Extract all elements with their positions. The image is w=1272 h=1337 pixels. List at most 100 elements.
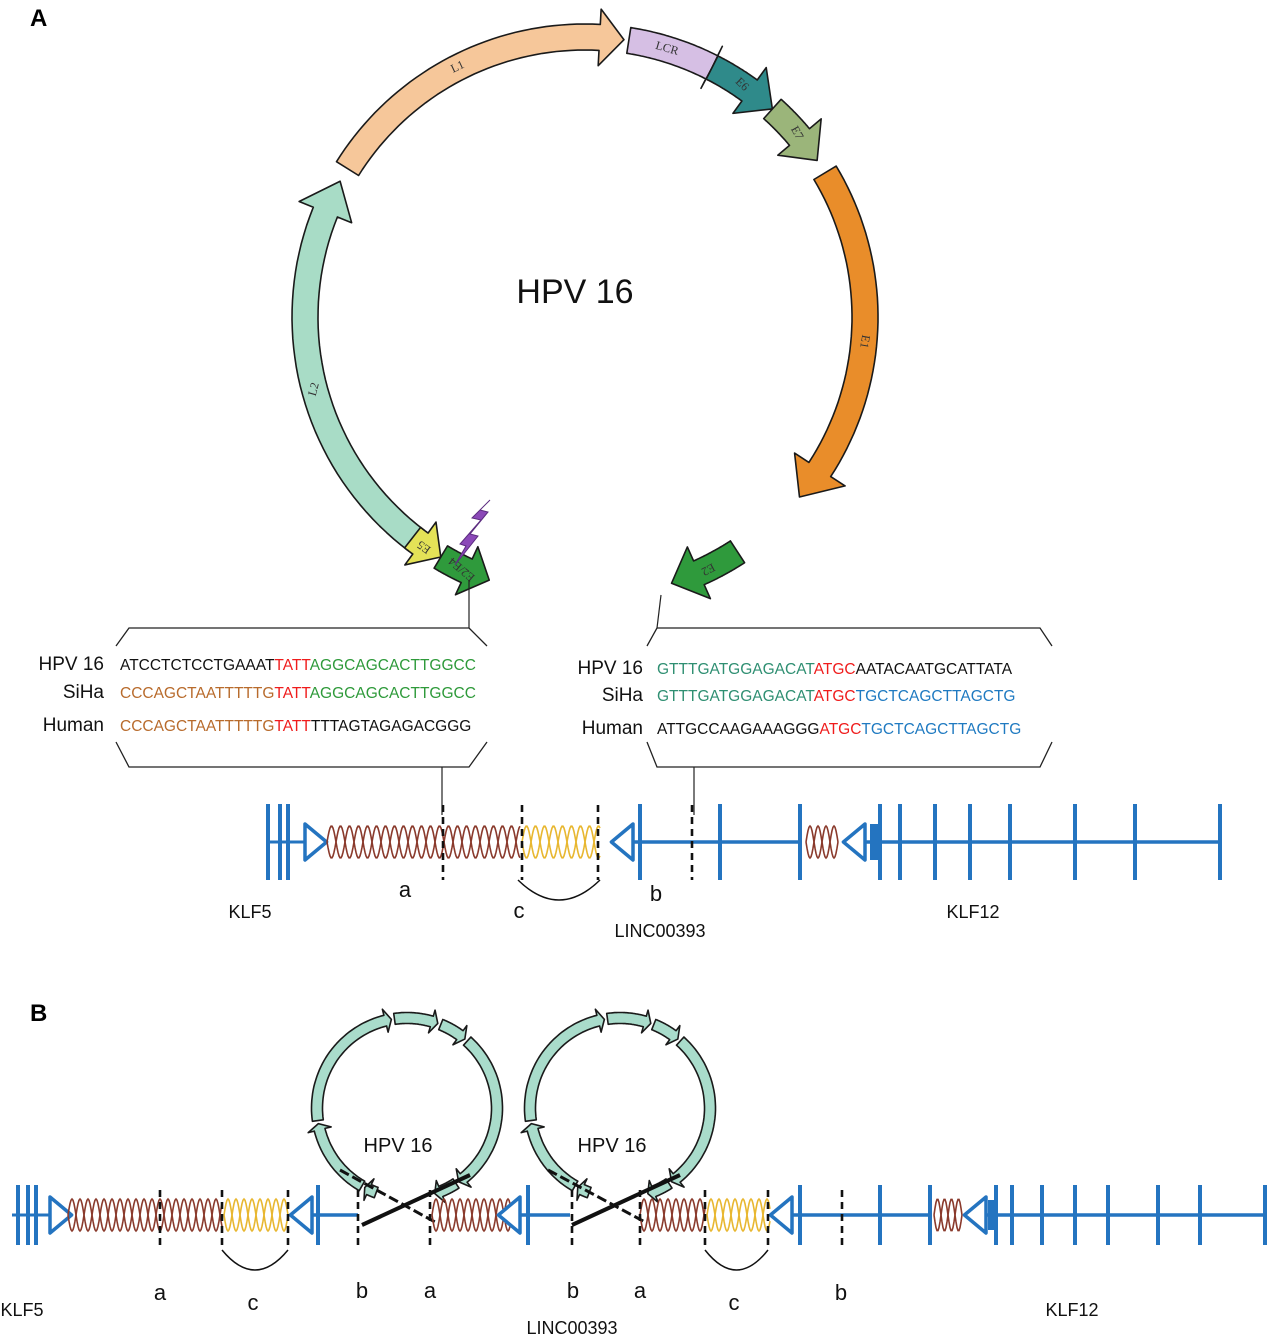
left-seq-0-seg-2: AGGCAGCACTTGGCC	[310, 657, 476, 674]
gene-l2-label: L2	[305, 381, 322, 398]
b-helix-yellow-2-strand-2	[706, 1197, 771, 1233]
b-marker-a1: a	[154, 1280, 167, 1305]
panel-letter-a: A	[30, 5, 47, 32]
gene-l2-arrow	[291, 180, 426, 552]
left-sequence-0: ATCCTCTCCTGAAATTATTAGGCAGCACTTGGCC	[120, 657, 476, 674]
break-bolt-icon	[454, 499, 491, 566]
helix-a-yellow-strand-1	[521, 825, 601, 859]
ring-b1-seg-5	[455, 1036, 504, 1188]
klf12-start-triangle	[841, 822, 867, 862]
right-row-label-1: SiHa	[602, 685, 644, 706]
right-seq-2-seg-0: ATTGCCAAGAAAGGG	[657, 721, 820, 738]
gene-lcr-label: LCR	[654, 38, 680, 58]
klf12-utr-block	[870, 824, 880, 860]
gene-label-linc00393: LINC00393	[614, 921, 705, 941]
left-alignment-bracket	[115, 627, 488, 768]
b-hpv2-link-1	[547, 1168, 646, 1224]
helix-a-1-strand-1	[326, 825, 521, 859]
left-seq-2-seg-0: CCCAGCTAATTTTTG	[120, 718, 274, 735]
ring-b2-seg-3	[605, 1009, 652, 1034]
b-gene-label-klf5: KLF5	[0, 1300, 43, 1320]
b-c2-arc	[704, 1249, 769, 1271]
left-seq-0-seg-1: TATT	[274, 657, 311, 674]
gene-label-klf5: KLF5	[228, 902, 271, 922]
hpv16-ring-left	[307, 1008, 504, 1204]
b-linc-triangle-3	[768, 1195, 794, 1235]
left-row-label-0: HPV 16	[39, 654, 104, 675]
ring-b2-seg-7	[576, 1178, 592, 1202]
c-span-arc	[517, 879, 601, 901]
gene-e6-arrow	[705, 55, 774, 115]
right-seq-0-seg-2: AATACAATGCATTATA	[856, 661, 1013, 678]
marker-c: c	[514, 898, 525, 923]
right-seq-1-seg-1: ATGC	[814, 688, 856, 705]
linc-start-triangle	[609, 822, 635, 862]
chromosome-panel-b	[12, 1168, 1267, 1271]
b-helix-4-strand-2	[933, 1198, 963, 1232]
ring-b2-seg-4	[650, 1018, 681, 1046]
b-marker-b2: b	[567, 1278, 579, 1303]
gene-e1-arrow	[793, 165, 879, 498]
b-hpv2-link-2	[571, 1173, 681, 1227]
hpv16-title: HPV 16	[516, 273, 633, 311]
left-seq-0-seg-0: ATCCTCTCCTGAAAT	[120, 657, 275, 674]
b-gene-label-klf12: KLF12	[1045, 1300, 1098, 1320]
right-row-label-2: Human	[582, 718, 643, 739]
chromosome-panel-a	[266, 804, 1222, 901]
b-marker-b3: b	[835, 1280, 847, 1305]
helix-a-2-strand-2	[805, 824, 839, 860]
ring-b2-seg-5	[668, 1036, 717, 1188]
ring-b2-seg-2	[523, 1008, 606, 1123]
gene-e1-label: E1	[857, 334, 873, 350]
ring-b1-seg-3	[392, 1009, 439, 1034]
hpv16-ring-right	[520, 1008, 717, 1204]
left-seq-1-seg-0: CCCAGCTAATTTTTG	[120, 685, 274, 702]
gene-e5-arrow	[403, 521, 442, 566]
gene-e2-arrow	[670, 540, 746, 600]
right-row-label-0: HPV 16	[578, 658, 643, 679]
b-helix-3-strand-1	[639, 1197, 706, 1233]
b-klf12-triangle	[962, 1195, 988, 1235]
b-marker-c2: c	[729, 1290, 740, 1315]
b-hpv1-link-1	[339, 1168, 436, 1224]
right-leader-line	[656, 594, 662, 629]
b-marker-c1: c	[248, 1290, 259, 1315]
gene-e7-arrow	[762, 98, 822, 162]
b-helix-2-strand-2	[431, 1197, 511, 1233]
right-seq-0-seg-0: GTTTGATGGAGACAT	[657, 661, 815, 678]
ring-b2-seg-1	[520, 1122, 579, 1192]
b-gene-label-linc00393: LINC00393	[526, 1318, 617, 1337]
right-sequence-1: GTTTGATGGAGACATATGCTGCTCAGCTTAGCTG	[657, 688, 1016, 705]
ring-b1-seg-2	[310, 1008, 393, 1123]
right-sequence-2: ATTGCCAAGAAAGGGATGCTGCTCAGCTTAGCTG	[657, 721, 1021, 738]
gene-e7-label: E7	[788, 123, 807, 142]
right-seq-2-seg-2: TGCTCAGCTTAGCTG	[861, 721, 1021, 738]
left-row-label-1: SiHa	[63, 682, 105, 703]
b-helix-yellow-1-strand-2	[223, 1197, 289, 1233]
b-helix-1-strand-2	[67, 1197, 223, 1233]
b-linc-triangle-1	[288, 1195, 314, 1235]
b-marker-a2: a	[424, 1278, 437, 1303]
b-c1-arc	[221, 1249, 289, 1271]
hpv16-left-label: HPV 16	[364, 1135, 433, 1157]
left-seq-2-seg-1: TATT	[274, 718, 311, 735]
left-seq-1-seg-2: AGGCAGCACTTGGCC	[310, 685, 476, 702]
gene-l1-label: L1	[448, 57, 466, 75]
b-helix-3-strand-2	[639, 1197, 706, 1233]
b-marker-a3: a	[634, 1278, 647, 1303]
gene-e5-label: E5	[414, 538, 433, 557]
helix-a-yellow-strand-2	[521, 825, 601, 859]
right-seq-1-seg-0: GTTTGATGGAGACAT	[657, 688, 815, 705]
gene-l1-arrow	[335, 8, 625, 177]
right-seq-2-seg-1: ATGC	[820, 721, 862, 738]
b-marker-b1: b	[356, 1278, 368, 1303]
right-seq-1-seg-2: TGCTCAGCTTAGCTG	[856, 688, 1016, 705]
marker-a: a	[399, 877, 412, 902]
left-seq-2-seg-2: TTTAGTAGAGACGGG	[311, 718, 471, 735]
gene-label-klf12: KLF12	[946, 902, 999, 922]
ring-b1-seg-7	[363, 1178, 379, 1202]
